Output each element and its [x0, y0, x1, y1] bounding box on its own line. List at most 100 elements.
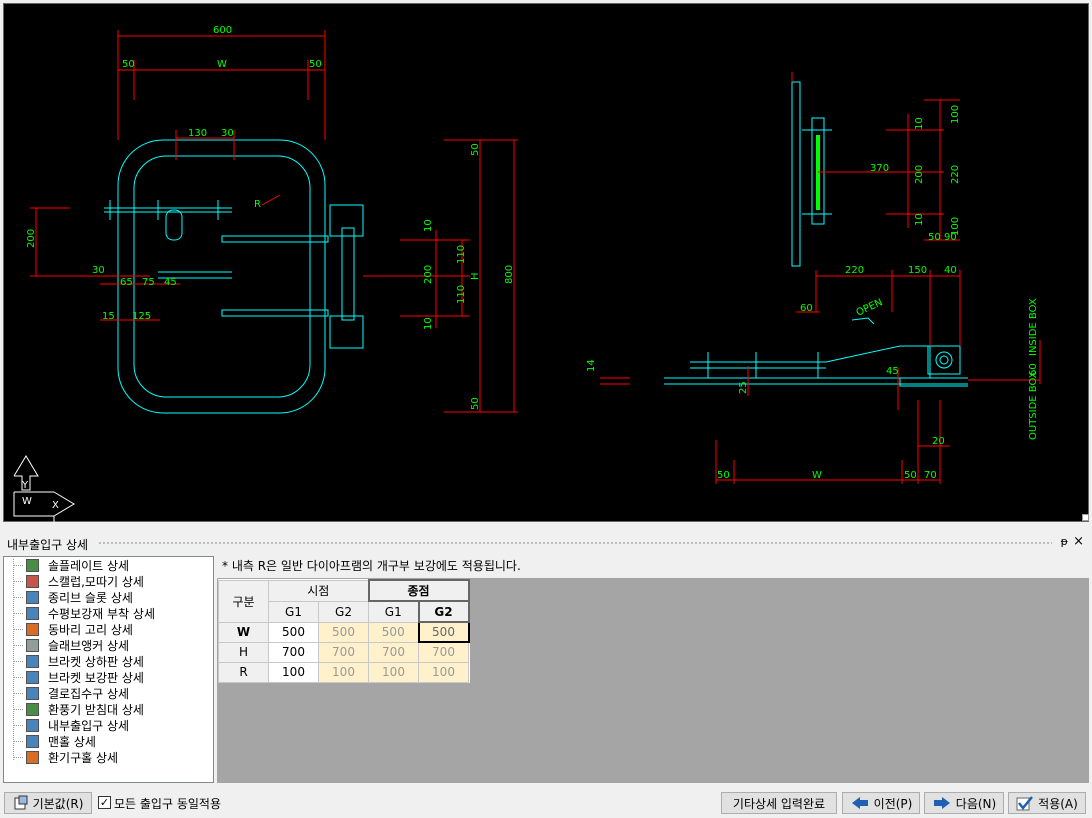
tree-item[interactable]: 동바리 고리 상세 — [4, 622, 209, 638]
default-button[interactable]: 기본값(R) — [4, 792, 92, 814]
input-complete-button[interactable]: 기타상세 입력완료 — [721, 792, 837, 814]
cell-w-start-g2[interactable]: 500 — [318, 621, 369, 643]
titlebar-grip — [98, 541, 1052, 545]
end-header: 종점 — [367, 579, 470, 602]
rib-slot-icon — [26, 591, 39, 604]
prev-button-label: 이전(P) — [873, 796, 913, 811]
tree-item-label: 브라켓 상하판 상세 — [48, 655, 144, 669]
inside-box-label: INSIDE BOX — [1028, 298, 1039, 356]
hinge-bar-bottom — [221, 309, 329, 317]
tree-item[interactable]: 내부출입구 상세 — [4, 718, 209, 734]
dim-50-top-right: 50 — [470, 143, 481, 156]
drain-icon — [26, 687, 39, 700]
tree-connector — [13, 565, 23, 566]
start-header: 시점 — [268, 579, 369, 602]
panel-titlebar: 내부출입구 상세 ᵽ × — [0, 533, 1092, 553]
col-start-g2: G2 — [318, 600, 369, 623]
cell-r-end-g2[interactable]: 100 — [418, 661, 469, 683]
pin-icon[interactable]: ᵽ — [1060, 535, 1068, 548]
tree-item-label: 수평보강재 부착 상세 — [48, 607, 155, 621]
dim-p-45: 45 — [886, 366, 899, 377]
hinge-block-bottom — [329, 315, 364, 349]
tree-connector — [13, 581, 23, 582]
bracket-icon — [26, 655, 39, 668]
dim-s-50: 50 — [928, 232, 941, 243]
sole-plate-icon — [26, 559, 39, 572]
manhole-icon — [26, 735, 39, 748]
dim-45: 45 — [164, 277, 177, 288]
bottom-toolbar: 기본값(R) ✓ 모든 출입구 동일적용 기타상세 입력완료 이전(P) 다음(… — [0, 788, 1092, 818]
col-end-g2: G2 — [417, 600, 470, 623]
row-header-r: R — [218, 661, 269, 683]
tree-connector — [13, 661, 23, 662]
drawing-svg: 600 50 W 50 130 30 R 200 30 65 75 45 15 … — [13, 25, 1041, 522]
cell-h-start-g2[interactable]: 700 — [318, 641, 369, 663]
dim-p-220: 220 — [845, 265, 864, 276]
dim-65: 65 — [120, 277, 133, 288]
tree-item[interactable]: 환풍기 받침대 상세 — [4, 702, 209, 718]
cell-r-start-g1[interactable]: 100 — [268, 661, 319, 683]
tree-item[interactable]: 환기구홀 상세 — [4, 750, 209, 766]
dim-10-b: 10 — [423, 317, 434, 330]
tree-item[interactable]: 스캘럽,모따기 상세 — [4, 574, 209, 590]
tree-item[interactable]: 브라켓 보강판 상세 — [4, 670, 209, 686]
apply-all-checkbox[interactable]: ✓ — [98, 796, 111, 809]
table-row: W 500 500 500 500 — [218, 621, 470, 643]
cell-h-start-g1[interactable]: 700 — [268, 641, 319, 663]
drawing-canvas[interactable] — [3, 3, 1089, 522]
row-header-h: H — [218, 641, 269, 663]
dim-r: R — [254, 199, 261, 210]
dim-s-200: 200 — [914, 165, 925, 184]
tree-item[interactable]: 수평보강재 부착 상세 — [4, 606, 209, 622]
cell-r-start-g2[interactable]: 100 — [318, 661, 369, 683]
tree-item-label: 솔플레이트 상세 — [48, 559, 130, 573]
anchor-icon — [26, 639, 39, 652]
tree-item[interactable]: 슬래브앵커 상세 — [4, 638, 209, 654]
tree-item[interactable]: 종리브 슬롯 상세 — [4, 590, 209, 606]
resize-grip[interactable] — [1082, 514, 1089, 521]
tree-item-label: 환풍기 받침대 상세 — [48, 703, 144, 717]
tree-item[interactable]: 결로집수구 상세 — [4, 686, 209, 702]
cell-h-end-g1[interactable]: 700 — [368, 641, 419, 663]
plan-dims — [600, 270, 1041, 484]
section-plate — [791, 81, 801, 267]
table-row: R 100 100 100 100 — [218, 661, 469, 683]
tree-item-label: 브라켓 보강판 상세 — [48, 671, 144, 685]
cell-w-end-g1[interactable]: 500 — [368, 621, 419, 643]
stiffener-icon — [26, 607, 39, 620]
open-label: OPEN — [855, 297, 885, 319]
cell-w-end-g2[interactable]: 500 — [417, 621, 470, 643]
dim-b-50a: 50 — [717, 470, 730, 481]
cad-viewport[interactable]: 600 50 W 50 130 30 R 200 30 65 75 45 15 … — [0, 0, 1092, 525]
cell-r-end-g1[interactable]: 100 — [368, 661, 419, 683]
dim-110-b: 110 — [456, 285, 467, 304]
tree-item[interactable]: 브라켓 상하판 상세 — [4, 654, 209, 670]
apply-button[interactable]: 적용(A) — [1008, 792, 1086, 814]
outside-box-label: OUTSIDE BOX — [1028, 371, 1039, 440]
dim-200-left: 200 — [26, 229, 37, 248]
ucs-x-label: X — [52, 500, 59, 511]
handle-latch — [165, 209, 183, 241]
cell-w-start-g1[interactable]: 500 — [268, 621, 319, 643]
tree-item-label: 스캘럽,모따기 상세 — [48, 575, 144, 589]
dim-s-90: 90 — [944, 232, 957, 243]
dim-130: 130 — [188, 128, 207, 139]
prev-button[interactable]: 이전(P) — [842, 792, 920, 814]
arrow-left-icon — [851, 797, 868, 809]
ucs-icon — [13, 455, 75, 522]
open-arrow — [851, 317, 875, 325]
close-icon[interactable]: × — [1073, 534, 1084, 549]
next-button[interactable]: 다음(N) — [924, 792, 1004, 814]
door-dimensions — [30, 30, 518, 413]
tree-connector — [13, 613, 23, 614]
tree-item[interactable]: 솔플레이트 상세 — [4, 558, 209, 574]
dimension-grid[interactable]: 구분 시점 종점 G1 G2 G1 G2 W 500 500 500 500 H… — [218, 579, 470, 683]
section-dims — [791, 72, 960, 241]
cell-h-end-g2[interactable]: 700 — [418, 641, 469, 663]
note-text: * 내측 R은 일반 다이아프램의 개구부 보강에도 적용됩니다. — [222, 559, 521, 573]
gubun-header: 구분 — [218, 579, 269, 623]
dim-30b: 30 — [92, 265, 105, 276]
dim-30: 30 — [221, 128, 234, 139]
tree-item[interactable]: 맨홀 상세 — [4, 734, 209, 750]
